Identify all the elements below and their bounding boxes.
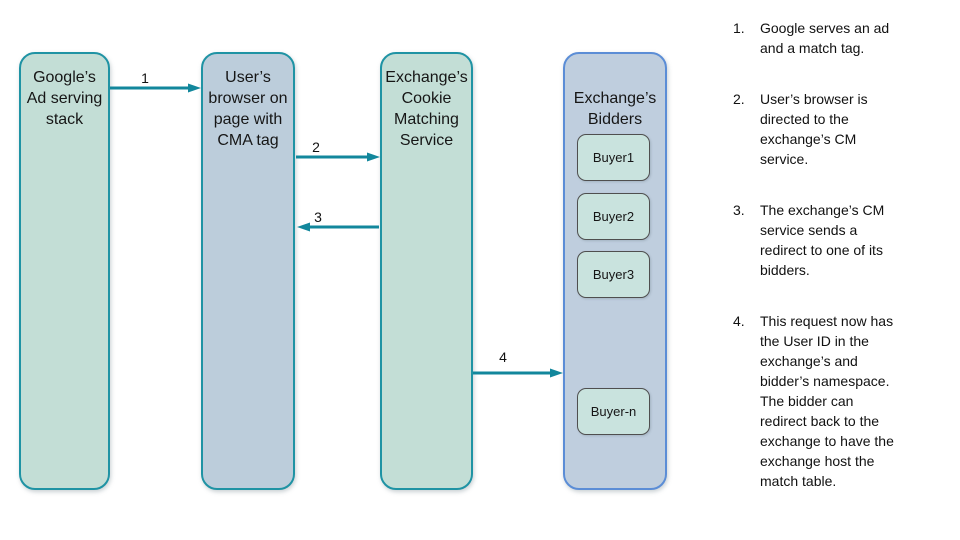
- step-item-1: 1. Google serves an ad and a match tag.: [733, 18, 943, 58]
- step-item-3: 3. The exchange’s CM service sends a red…: [733, 200, 943, 280]
- step-text: The exchange’s CM service sends a redire…: [760, 202, 885, 278]
- buyer-box-1: Buyer1: [577, 134, 650, 181]
- node-cookie-matching-service: Exchange’s Cookie Matching Service: [380, 52, 473, 490]
- bidders-title: Exchange’s Bidders: [573, 90, 657, 128]
- buyer-box-3: Buyer3: [577, 251, 650, 298]
- arrow-label-4: 4: [499, 349, 507, 365]
- step-number: 3.: [733, 202, 745, 218]
- arrow-label-2: 2: [312, 139, 320, 155]
- step-number: 4.: [733, 313, 745, 329]
- buyer-box-n: Buyer-n: [577, 388, 650, 435]
- step-number: 2.: [733, 91, 745, 107]
- step-item-2: 2. User’s browser is directed to the exc…: [733, 89, 943, 169]
- arrow-label-1: 1: [141, 70, 149, 86]
- step-number: 1.: [733, 20, 745, 36]
- node-user-browser: User’s browser on page with CMA tag: [201, 52, 295, 490]
- buyer-box-2: Buyer2: [577, 193, 650, 240]
- step-item-4: 4. This request now has the User ID in t…: [733, 311, 943, 491]
- steps-list: 1. Google serves an ad and a match tag. …: [733, 18, 943, 522]
- arrow-4-right-icon: [473, 368, 563, 378]
- step-text: This request now has the User ID in the …: [760, 313, 894, 489]
- arrow-label-3: 3: [314, 209, 322, 225]
- step-text: User’s browser is directed to the exchan…: [760, 91, 868, 167]
- node-google-ad-serving-stack: Google’s Ad serving stack: [19, 52, 110, 490]
- node-exchange-bidders: Exchange’s Bidders Buyer1 Buyer2 Buyer3 …: [563, 52, 667, 490]
- step-text: Google serves an ad and a match tag.: [760, 20, 890, 56]
